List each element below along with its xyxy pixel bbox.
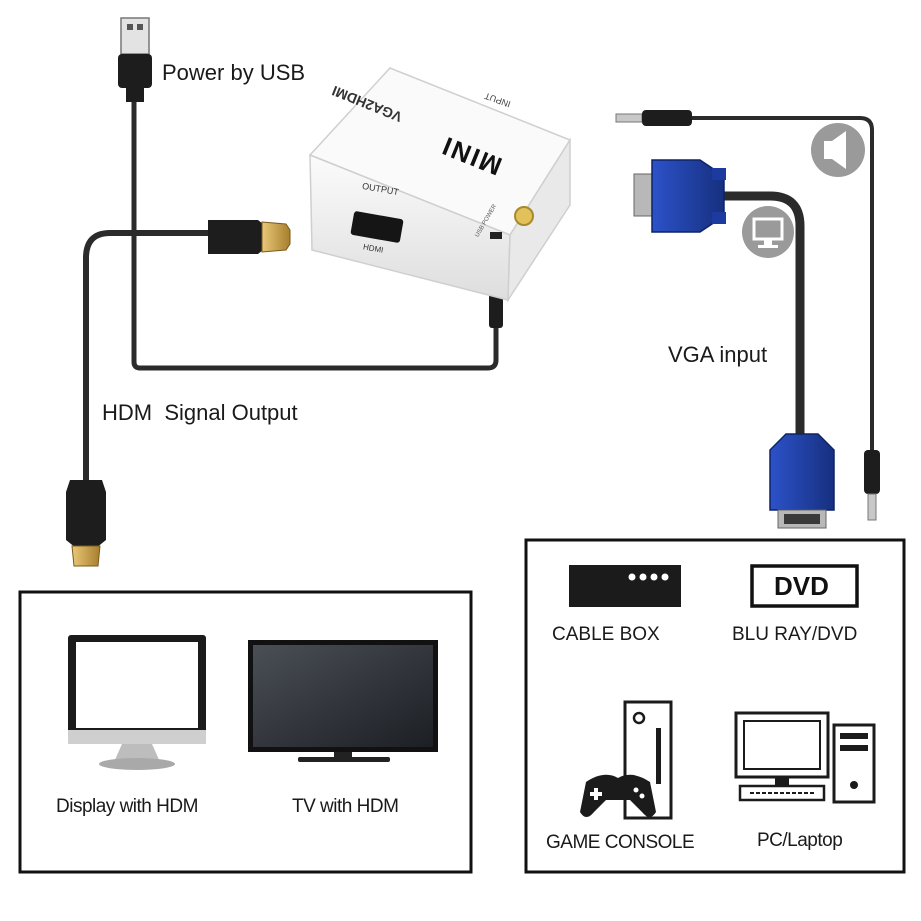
audio-jack-top-icon — [615, 110, 692, 126]
game-console-icon — [580, 700, 673, 820]
output-box — [18, 590, 473, 874]
monitor-icon — [68, 635, 206, 770]
hdmi-signal-output-label: HDM Signal Output — [102, 400, 298, 425]
vga-cable — [633, 159, 835, 529]
power-by-usb-label: Power by USB — [162, 60, 306, 85]
dvd-icon — [750, 564, 859, 608]
tv-with-hdm-label: TV with HDM — [292, 796, 399, 817]
speaker-icon — [811, 123, 865, 177]
display-with-hdm-label: Display with HDM — [56, 796, 198, 817]
pc-icon — [734, 711, 876, 804]
blu-ray-dvd-label: BLU RAY/DVD — [732, 624, 858, 645]
audio-jack-bottom-icon — [864, 450, 880, 521]
tv-icon — [248, 640, 438, 762]
vga-plug-top-icon — [633, 159, 726, 233]
usb-plug-icon — [118, 17, 152, 102]
hdmi-plug-top-icon — [208, 220, 291, 254]
vga-plug-bottom-icon — [769, 433, 835, 529]
vga2hdmi-converter — [308, 67, 572, 303]
hdmi-plug-bottom-icon — [66, 480, 106, 567]
hdmi-port — [350, 211, 404, 243]
sources-box — [524, 538, 906, 874]
mini-usb-port — [490, 232, 502, 239]
monitor-badge-icon — [742, 206, 794, 258]
vga-input-label: VGA input — [668, 342, 768, 367]
cable-box-icon — [569, 565, 681, 607]
audio-cable — [615, 110, 880, 521]
dvd-icon-text: DVD — [774, 571, 829, 601]
power-led — [514, 206, 534, 226]
hdmi-cable — [66, 220, 291, 567]
game-console-label: GAME CONSOLE — [546, 832, 695, 853]
cable-box-label: CABLE BOX — [552, 624, 660, 645]
pc-laptop-label: PC/Laptop — [757, 830, 843, 851]
